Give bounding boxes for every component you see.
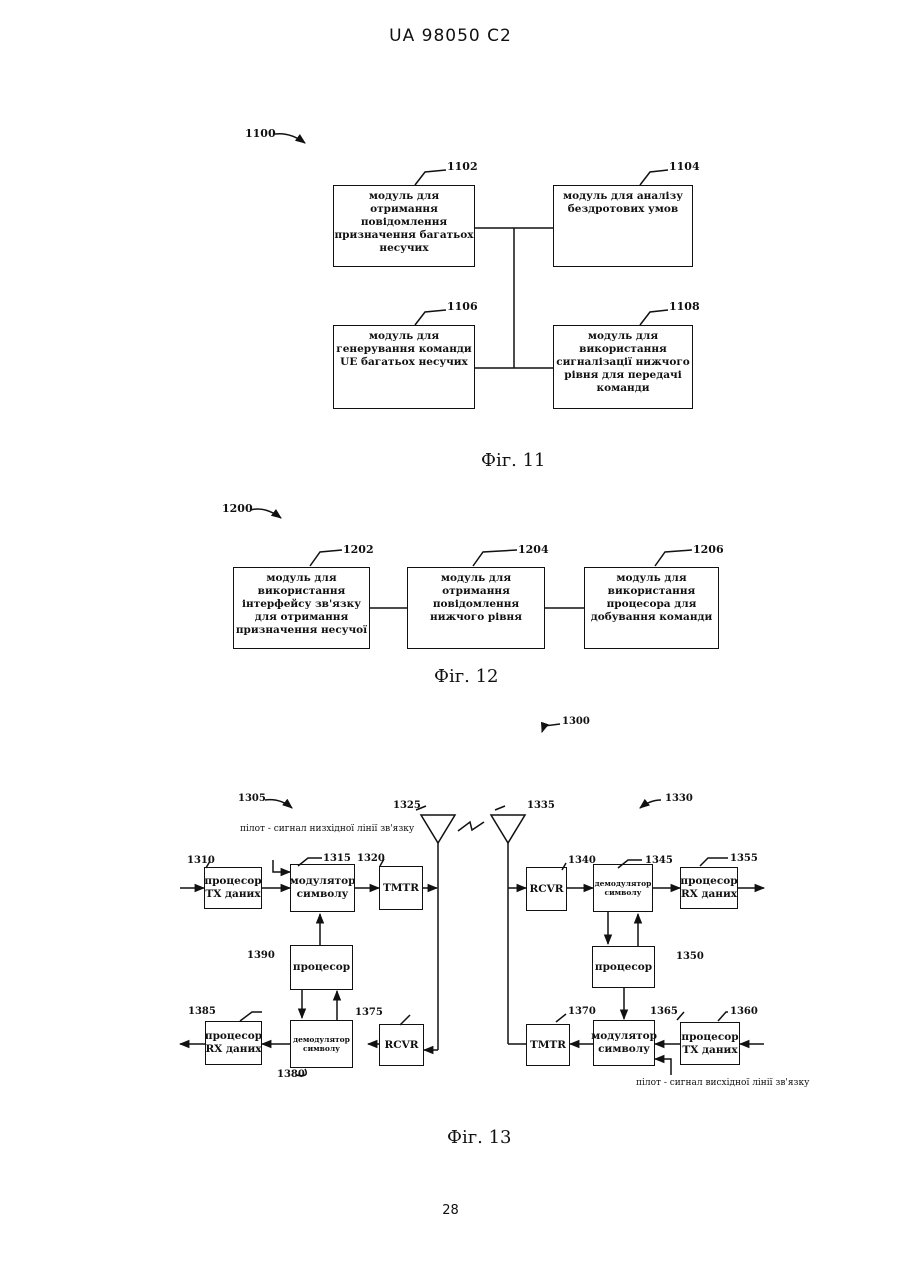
box-1350-number: 1350 [676,951,704,962]
box-1108-number: 1108 [669,300,700,313]
box-1375: RCVR [379,1024,424,1066]
box-1204: модуль для отримання повідомлення нижчог… [407,567,545,649]
box-1102-number: 1102 [447,160,478,173]
box-1202-number: 1202 [343,543,374,556]
box-1206: модуль для використання процесора для до… [584,567,719,649]
box-1355: процесор RX даних [680,867,738,909]
box-1340-number: 1340 [568,855,596,866]
box-1315-text: модулятор символу [290,875,356,901]
fig13-caption: Фіг. 13 [447,1127,511,1148]
box-1360-text: процесор TX даних [681,1031,739,1057]
box-1385-text: процесор RX даних [205,1030,262,1056]
box-1390: процесор [290,945,353,990]
fig13-right-ref: 1330 [665,793,693,804]
box-1345-text: демодулятор символу [594,879,652,897]
box-1350: процесор [592,946,655,988]
box-1340-text: RCVR [530,883,564,896]
box-1365-number: 1365 [650,1006,678,1017]
box-1360-number: 1360 [730,1006,758,1017]
box-1380-text: демодулятор символу [291,1035,352,1053]
box-1315-number: 1315 [323,853,351,864]
box-1104-number: 1104 [669,160,700,173]
box-1102-text: модуль для отримання повідомлення призна… [334,190,474,255]
page-number: 28 [0,1203,901,1218]
box-1385-number: 1385 [188,1006,216,1017]
box-1202-text: модуль для використання інтерфейсу зв'яз… [234,572,369,637]
box-1106-text: модуль для генерування команди UE багать… [334,330,474,369]
box-1108-text: модуль для використання сигналізації ниж… [554,330,692,395]
box-1340: RCVR [526,867,567,911]
box-1320-text: TMTR [383,882,419,895]
fig13-ref: 1300 [562,716,590,727]
pilot-downlink-note: пілот - сигнал низхідної лінії зв'язку [240,824,310,835]
box-1204-text: модуль для отримання повідомлення нижчог… [408,572,544,624]
box-1204-number: 1204 [518,543,549,556]
box-1355-number: 1355 [730,853,758,864]
box-1355-text: процесор RX даних [680,875,737,901]
pilot-uplink-note: пілот - сигнал висхідної лінії зв'язку [636,1078,712,1089]
box-1310-text: процесор TX даних [204,875,261,901]
fig12-ref: 1200 [222,502,253,515]
box-1370-text: TMTR [530,1039,566,1052]
box-1380: демодулятор символу [290,1020,353,1068]
box-1106-number: 1106 [447,300,478,313]
box-1310-number: 1310 [187,855,215,866]
box-1104-text: модуль для аналізу бездротових умов [554,190,692,216]
box-1350-text: процесор [595,961,652,974]
box-1206-text: модуль для використання процесора для до… [585,572,718,624]
box-1102: модуль для отримання повідомлення призна… [333,185,475,267]
box-1108: модуль для використання сигналізації ниж… [553,325,693,409]
box-1390-text: процесор [293,961,350,974]
box-1320-number: 1320 [357,853,385,864]
box-1202: модуль для використання інтерфейсу зв'яз… [233,567,370,649]
fig11-caption: Фіг. 11 [481,450,545,471]
box-1365-text: модулятор символу [591,1030,657,1056]
box-1390-number: 1390 [247,950,275,961]
fig11-ref: 1100 [245,127,276,140]
box-1345: демодулятор символу [593,864,653,912]
box-1206-number: 1206 [693,543,724,556]
box-1320: TMTR [379,866,423,910]
antenna-1335-number: 1335 [527,800,555,811]
box-1370-number: 1370 [568,1006,596,1017]
fig13-left-ref: 1305 [238,793,266,804]
antenna-1325-number: 1325 [393,800,421,811]
box-1375-text: RCVR [385,1039,419,1052]
box-1375-number: 1375 [355,1007,383,1018]
box-1370: TMTR [526,1024,570,1066]
box-1360: процесор TX даних [680,1022,740,1065]
box-1365: модулятор символу [593,1020,655,1066]
box-1106: модуль для генерування команди UE багать… [333,325,475,409]
box-1385: процесор RX даних [205,1021,262,1065]
fig12-caption: Фіг. 12 [434,666,498,687]
box-1310: процесор TX даних [204,867,262,909]
box-1104: модуль для аналізу бездротових умов [553,185,693,267]
box-1380-number: 1380 [277,1069,305,1080]
box-1315: модулятор символу [290,864,355,912]
